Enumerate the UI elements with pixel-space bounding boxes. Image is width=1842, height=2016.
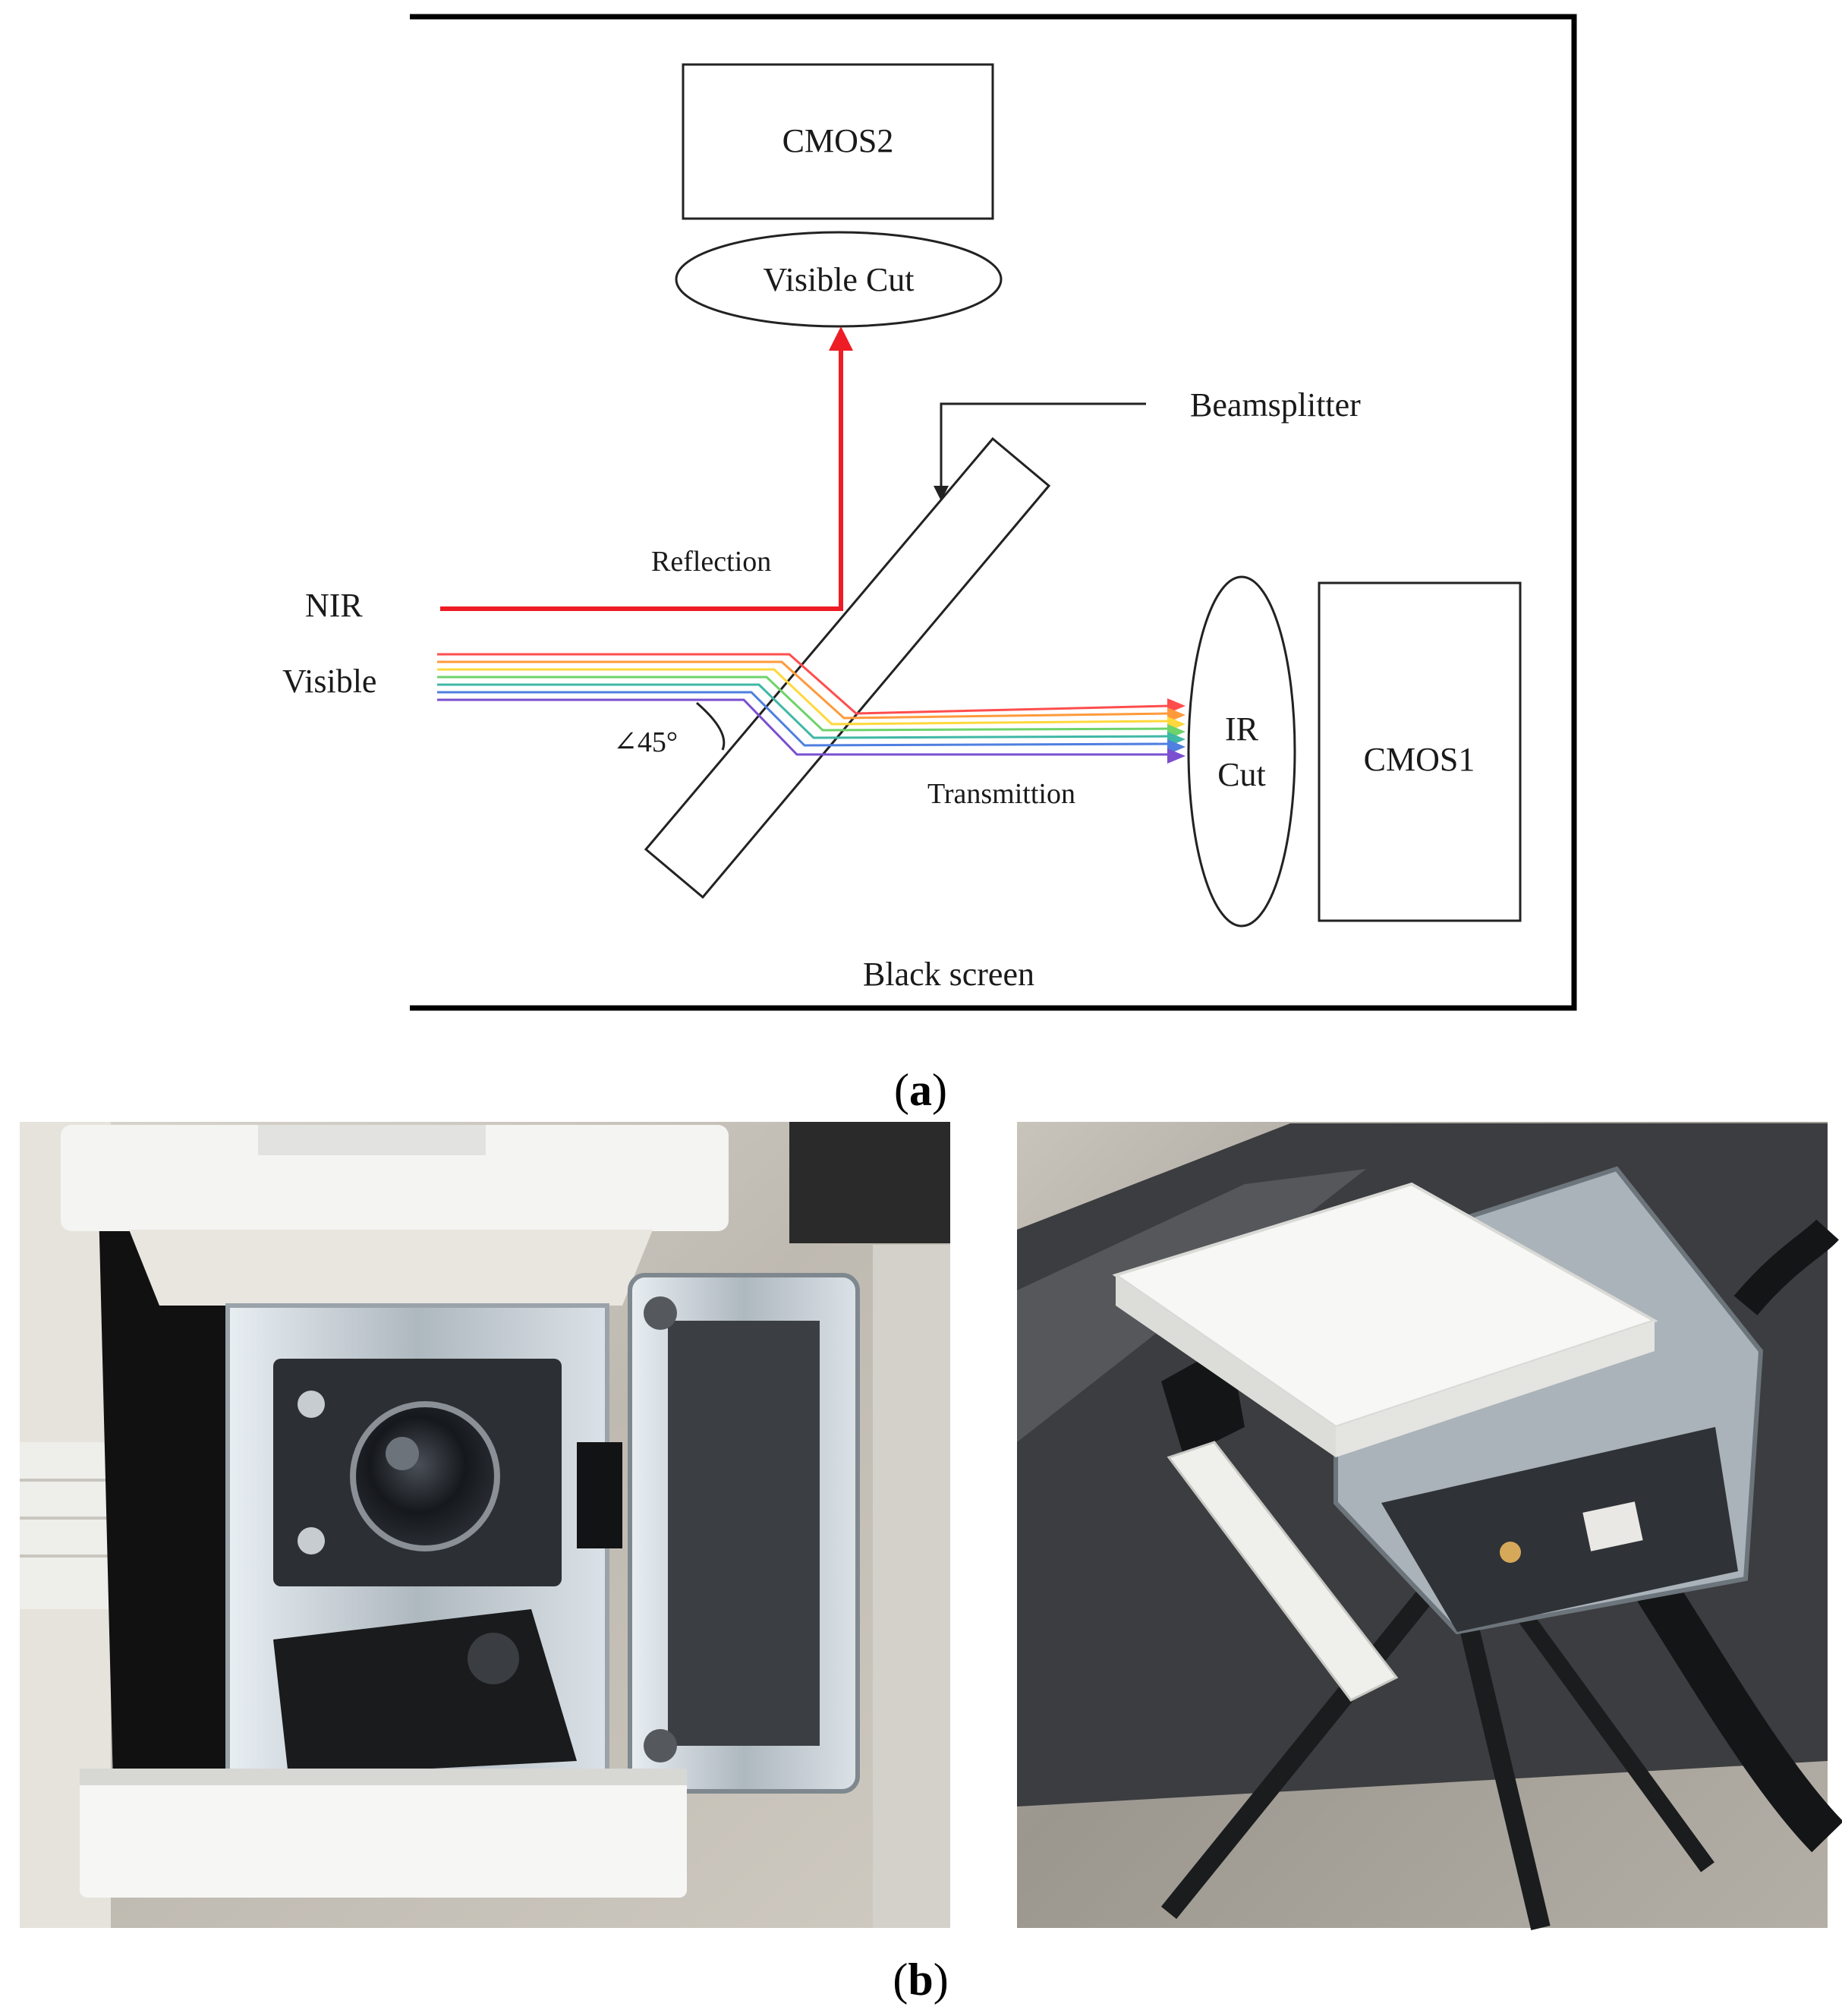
ir-cut-label-line1: IR <box>1225 710 1259 748</box>
angle-label: ∠45° <box>613 726 678 758</box>
black-screen-label: Black screen <box>863 956 1034 993</box>
photo-left-white-base <box>80 1769 687 1898</box>
visible-beam-blue <box>437 691 1170 747</box>
cmos1-sensor-box <box>1318 581 1522 922</box>
photo-left-screw <box>644 1729 677 1762</box>
visible-beam-orange <box>437 660 1170 720</box>
visible-cut-label: Visible Cut <box>763 261 914 298</box>
photo-left-top-white-cap-notch <box>258 1125 486 1155</box>
ir-cut-filter <box>1187 575 1296 928</box>
schematic-panel: CMOS2 Visible Cut Beamsplitter Reflectio… <box>282 14 1577 1011</box>
photo-left-lower-lens <box>468 1633 519 1684</box>
photo-right-camera-angled <box>1017 1122 1842 1931</box>
photo-left-camera-lens <box>350 1401 500 1551</box>
photo-left-right-stack-inner <box>668 1321 820 1746</box>
visible-beam-yellow <box>437 668 1170 726</box>
black-screen-enclosure <box>410 14 1577 1011</box>
beamsplitter-leader <box>940 402 1146 495</box>
beamsplitter-leader-arrowhead <box>934 486 949 501</box>
ir-cut-label-line2: Cut <box>1217 756 1266 793</box>
photo-right-white-top-cap-edge <box>1116 1275 1336 1457</box>
visible-label: Visible <box>282 663 376 700</box>
angle-arc <box>696 701 726 751</box>
photo-left-right-shelf <box>873 1245 950 1928</box>
photo-right-white-rail <box>1167 1441 1399 1702</box>
transmission-label: Transmittion <box>927 778 1075 810</box>
cmos1-label: CMOS1 <box>1364 741 1475 778</box>
cmos2-sensor-box <box>682 63 994 220</box>
photo-left-top-collar <box>129 1230 653 1306</box>
photo-left-camera-front <box>20 1122 950 1928</box>
visible-beam-arrowhead-violet <box>1167 748 1185 764</box>
nir-beam <box>440 343 843 611</box>
photo-right-led <box>1500 1542 1521 1563</box>
visible-beam-green <box>437 676 1170 732</box>
visible-beam-red <box>437 653 1170 715</box>
photo-left-mount-hole <box>298 1391 325 1418</box>
beamsplitter-label: Beamsplitter <box>1190 386 1361 424</box>
photo-right-white-top-cap-side <box>1336 1321 1655 1457</box>
photo-right-clear-body-front <box>1381 1427 1738 1632</box>
photo-left-black-side-panel <box>99 1207 235 1814</box>
beamsplitter-plate <box>644 436 1051 899</box>
photo-left-top-white-cap <box>61 1125 729 1231</box>
visible-cut-filter <box>675 231 1003 328</box>
photo-left-base-shadow <box>80 1769 687 1785</box>
photo-left-mount-hole <box>298 1527 325 1555</box>
cmos2-label: CMOS2 <box>782 122 894 159</box>
nir-label: NIR <box>305 587 363 624</box>
photo-right-top-cable <box>1733 1219 1839 1315</box>
visible-beam-violet <box>437 698 1169 756</box>
nir-beam-arrowhead <box>829 326 853 351</box>
panel-a-caption: (a) <box>894 1065 947 1115</box>
visible-spectrum-beams <box>437 653 1185 764</box>
photo-left-dark-corner <box>789 1122 950 1243</box>
photo-left-lens-highlight <box>386 1437 419 1470</box>
visible-beam-teal <box>437 683 1170 739</box>
reflection-label: Reflection <box>651 546 771 578</box>
photo-right-tripod-leg <box>1496 1581 1714 1873</box>
photo-left-screw <box>644 1296 677 1330</box>
photo-left-lower-sensor-block <box>273 1609 577 1776</box>
photo-left-radiator <box>20 1442 111 1609</box>
photo-left-connector <box>577 1442 622 1548</box>
photo-right-tripod-leg <box>1455 1606 1551 1931</box>
photo-right-usb-port <box>1582 1501 1643 1551</box>
photo-right-tripod-leg <box>1160 1587 1435 1920</box>
panel-b-caption: (b) <box>893 1955 948 2005</box>
photo-right-usb-cable <box>1620 1551 1842 1853</box>
